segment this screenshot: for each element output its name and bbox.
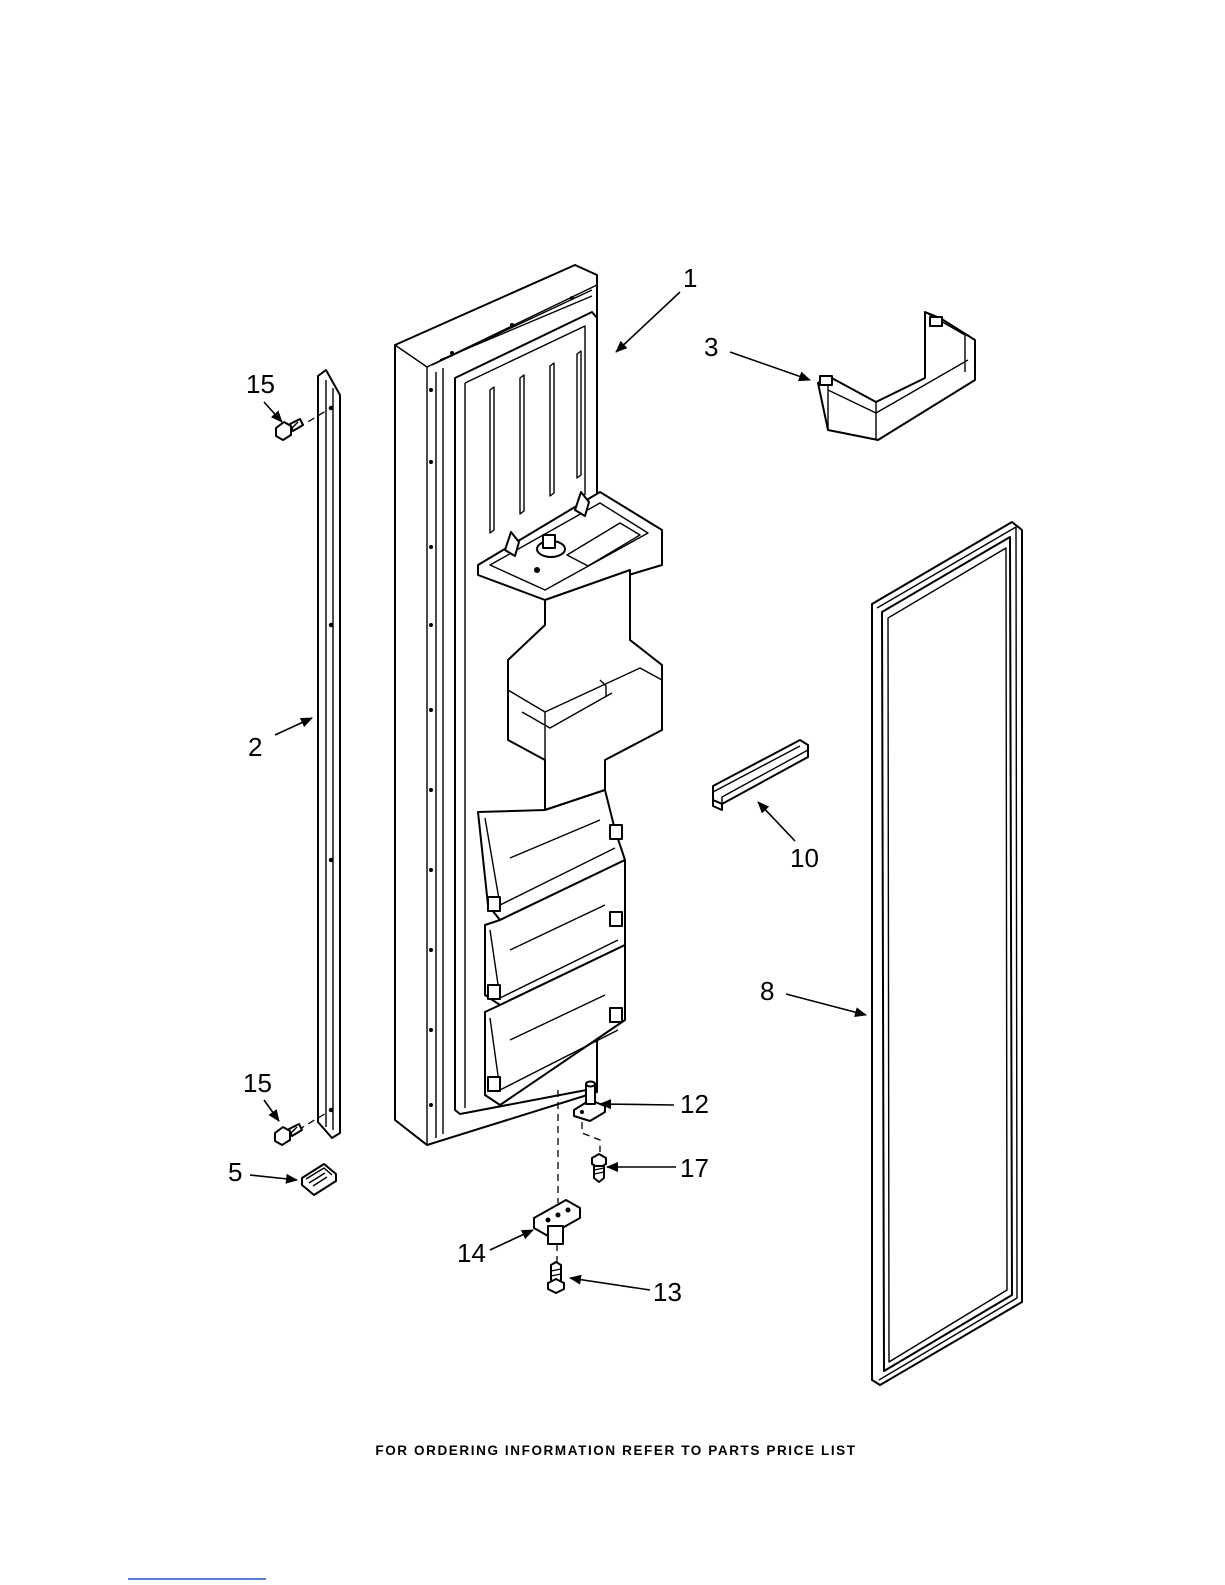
callout-5: 5 bbox=[228, 1157, 242, 1187]
callout-15-bottom: 15 bbox=[243, 1068, 272, 1098]
callout-13: 13 bbox=[653, 1277, 682, 1307]
part-13-screw bbox=[548, 1262, 564, 1293]
part-1-door-assembly bbox=[395, 265, 662, 1145]
part-5-end-cap bbox=[302, 1164, 336, 1195]
callout-2: 2 bbox=[248, 732, 262, 762]
part-2-trim-strip bbox=[318, 370, 340, 1138]
callout-10: 10 bbox=[790, 843, 819, 873]
callout-8: 8 bbox=[760, 976, 774, 1006]
callout-17: 17 bbox=[680, 1153, 709, 1183]
door-bins bbox=[478, 790, 625, 1105]
part-10-trim-piece bbox=[713, 740, 808, 810]
callout-15-top: 15 bbox=[246, 369, 275, 399]
callout-12: 12 bbox=[680, 1089, 709, 1119]
part-3-door-bin bbox=[818, 312, 975, 440]
footer-ordering-note: FOR ORDERING INFORMATION REFER TO PARTS … bbox=[375, 1443, 856, 1458]
callout-3: 3 bbox=[704, 332, 718, 362]
scan-artifact-line bbox=[128, 1578, 266, 1580]
part-8-door-gasket bbox=[872, 522, 1022, 1385]
callout-14: 14 bbox=[457, 1238, 486, 1268]
part-15-screw-bottom bbox=[275, 1112, 328, 1145]
callout-1: 1 bbox=[683, 263, 697, 293]
part-17-screw bbox=[592, 1154, 606, 1182]
